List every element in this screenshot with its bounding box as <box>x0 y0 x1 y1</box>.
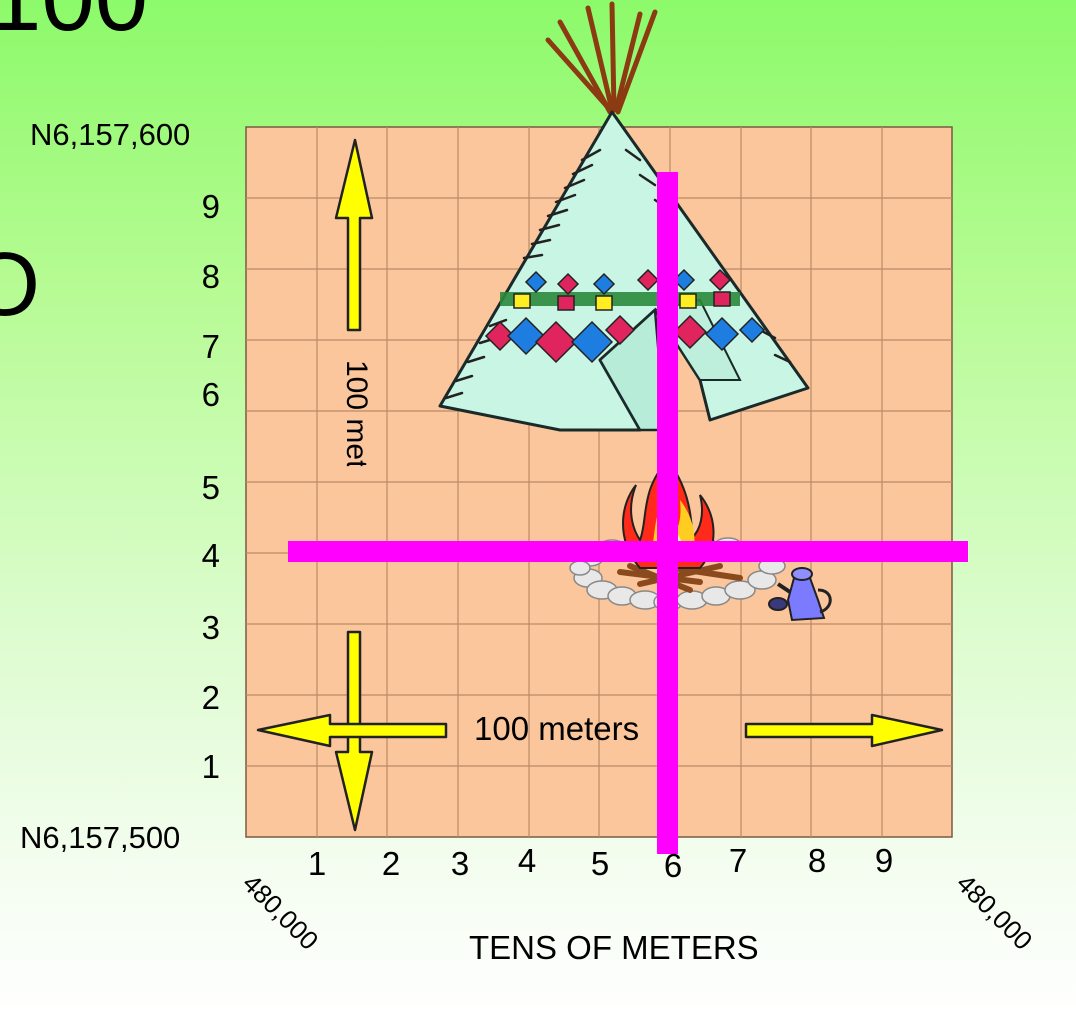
crosshair-vertical <box>657 172 678 854</box>
crosshair-horizontal <box>288 541 968 562</box>
x-tick-7: 7 <box>728 842 748 879</box>
y-tick-6: 6 <box>201 376 220 413</box>
north-top-label: N6,157,600 <box>30 117 191 152</box>
x-tick-8: 8 <box>807 842 827 879</box>
coffee-pot-icon <box>768 567 832 622</box>
arrow-left-icon <box>256 713 448 748</box>
span-arrows <box>256 138 944 832</box>
x-tick-6: 6 <box>663 847 683 884</box>
x-tick-5: 5 <box>590 845 610 882</box>
title-fragment-top: 100 <box>0 0 148 48</box>
y-tick-5: 5 <box>201 469 220 506</box>
title-fragment-left: O <box>0 235 41 335</box>
x-tick-9: 9 <box>874 842 894 879</box>
y-tick-3: 3 <box>201 609 220 646</box>
crosshair <box>288 172 968 854</box>
y-tick-9: 9 <box>201 188 220 225</box>
x-tick-3: 3 <box>450 845 470 882</box>
y-tick-2: 2 <box>201 679 220 716</box>
north-bottom-label: N6,157,500 <box>20 820 181 855</box>
x-tick-2: 2 <box>381 845 401 882</box>
y-tick-1: 1 <box>201 748 220 785</box>
arrow-right-icon <box>744 713 944 748</box>
x-tick-1: 1 <box>307 845 327 882</box>
horizontal-span-label: 100 meters <box>474 710 640 747</box>
y-tick-8: 8 <box>201 258 220 295</box>
y-tick-4: 4 <box>201 537 220 574</box>
y-tick-7: 7 <box>201 328 220 365</box>
x-axis-title: TENS OF METERS <box>469 929 759 966</box>
arrow-up-icon <box>334 138 374 332</box>
x-tick-4: 4 <box>517 842 537 879</box>
